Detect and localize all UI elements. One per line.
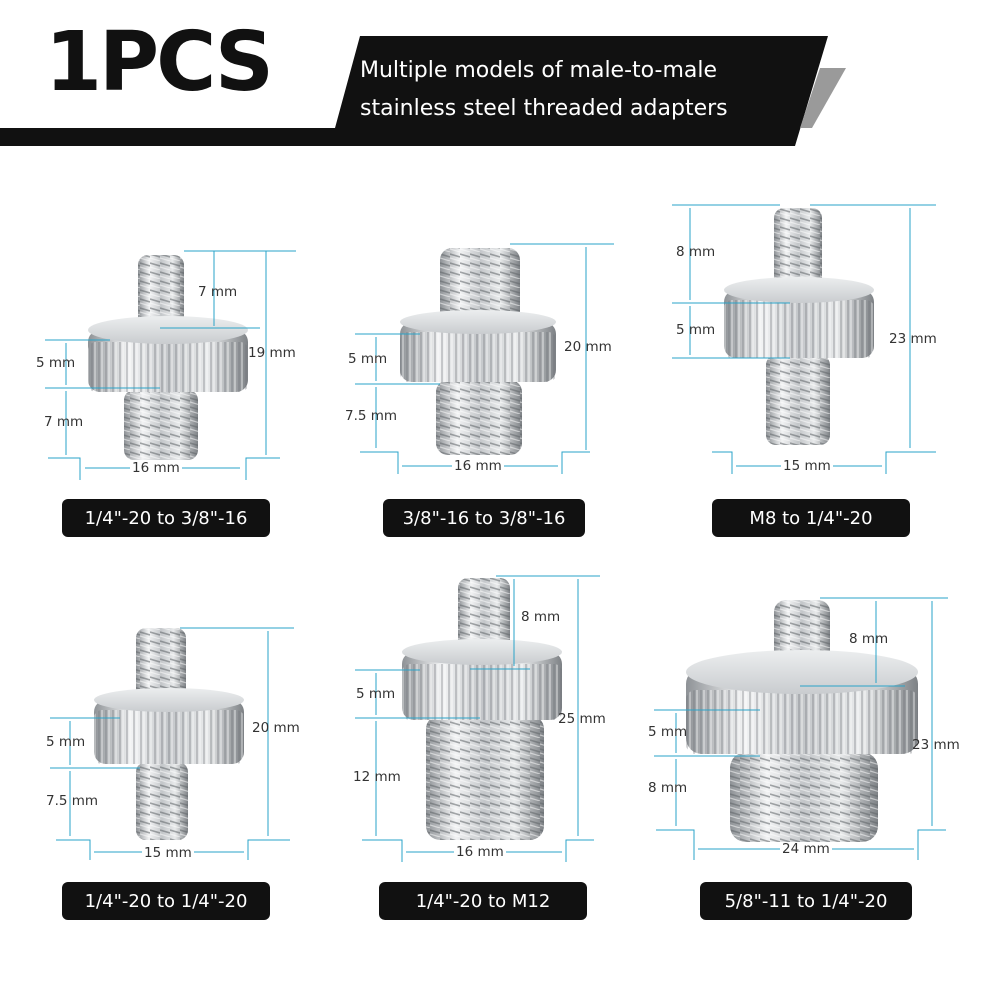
adapter-3-height-dim: 23 mm	[889, 331, 937, 347]
adapter-5-width-dim: 16 mm	[454, 844, 506, 860]
adapter-3-flange-dim: 5 mm	[676, 322, 716, 338]
adapter-5-height-dim: 25 mm	[558, 711, 606, 727]
adapter-3-top-dim: 8 mm	[676, 244, 716, 260]
adapter-2-bottom-dim: 7.5 mm	[345, 408, 398, 424]
adapter-1-height-dim: 19 mm	[248, 345, 296, 361]
adapter-1-top-dim: 7 mm	[198, 284, 238, 300]
adapter-3-width-dim: 15 mm	[781, 458, 833, 474]
adapter-4-image	[94, 628, 244, 840]
adapter-1-width-dim: 16 mm	[130, 460, 182, 476]
adapter-5-bottom-dim: 12 mm	[353, 769, 401, 785]
adapter-5-label: 1/4"-20 to M12	[379, 882, 587, 920]
banner-subtitle: Multiple models of male-to-male stainles…	[360, 52, 800, 128]
quantity-title: 1PCS	[45, 15, 274, 110]
adapter-3-image	[724, 208, 874, 445]
adapter-4-label: 1/4"-20 to 1/4"-20	[62, 882, 270, 920]
adapter-1-label: 1/4"-20 to 3/8"-16	[62, 499, 270, 537]
adapter-2-image	[400, 248, 556, 455]
adapter-2-height-dim: 20 mm	[564, 339, 612, 355]
adapter-3-dimension-lines	[672, 204, 936, 474]
adapter-6-height-dim: 23 mm	[912, 737, 960, 753]
adapter-3-label: M8 to 1/4"-20	[712, 499, 910, 537]
adapter-2-width-dim: 16 mm	[452, 458, 504, 474]
adapter-2-flange-dim: 5 mm	[348, 351, 388, 367]
adapter-5-top-dim: 8 mm	[521, 609, 561, 625]
adapter-4-height-dim: 20 mm	[252, 720, 300, 736]
adapter-6-label: 5/8"-11 to 1/4"-20	[700, 882, 912, 920]
adapter-1-bottom-dim: 7 mm	[44, 414, 84, 430]
adapter-6-width-dim: 24 mm	[780, 841, 832, 857]
banner-background	[0, 36, 846, 146]
adapter-4-flange-dim: 5 mm	[46, 734, 86, 750]
adapter-6-image	[686, 600, 918, 842]
adapter-1-flange-dim: 5 mm	[36, 355, 76, 371]
adapter-1-image	[88, 255, 248, 460]
adapter-4-bottom-dim: 7.5 mm	[46, 793, 99, 809]
adapter-6-dimension-lines	[654, 597, 948, 860]
adapter-6-flange-dim: 5 mm	[648, 724, 688, 740]
adapter-2-label: 3/8"-16 to 3/8"-16	[383, 499, 585, 537]
adapter-6-top-dim: 8 mm	[849, 631, 889, 647]
banner-line-1: Multiple models of male-to-male	[360, 58, 718, 83]
banner-line-2: stainless steel threaded adapters	[360, 96, 728, 121]
adapter-4-width-dim: 15 mm	[142, 845, 194, 861]
adapter-5-flange-dim: 5 mm	[356, 686, 396, 702]
adapter-1-dimension-lines	[45, 250, 296, 480]
adapter-5-dimension-lines	[355, 575, 600, 862]
adapter-6-bottom-dim: 8 mm	[648, 780, 688, 796]
